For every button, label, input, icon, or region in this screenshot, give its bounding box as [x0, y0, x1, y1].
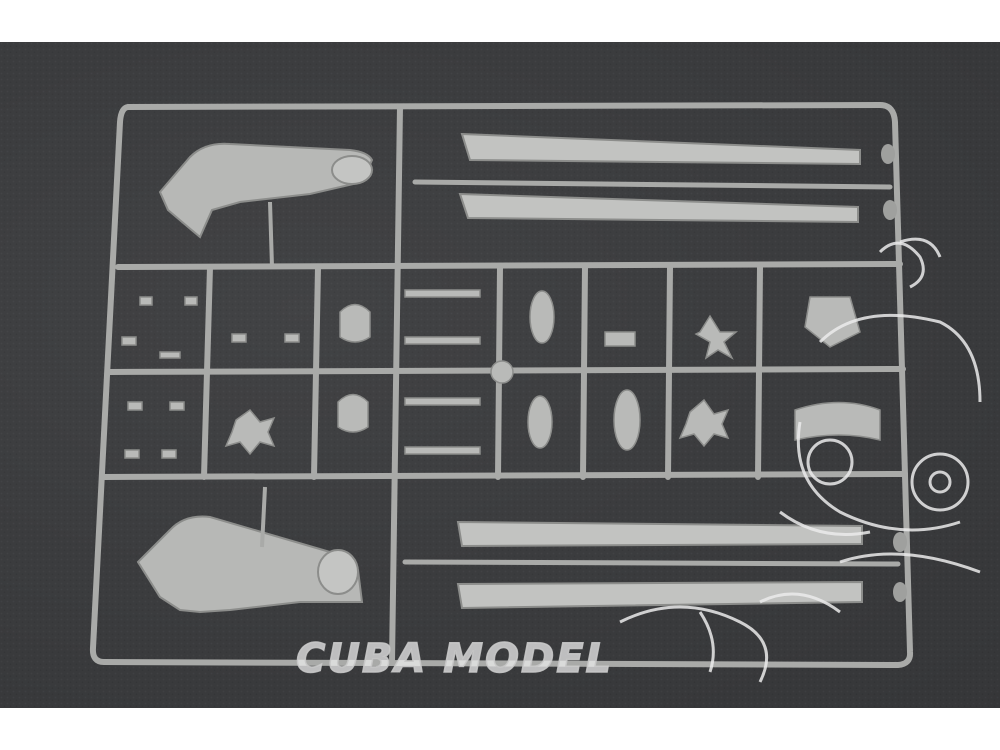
fuselage-half-lower [136, 486, 364, 614]
kit-photo [0, 42, 1000, 708]
rotor-blades-upper [458, 132, 897, 224]
watermark-logo-text: CUBA MODEL [295, 635, 614, 683]
sprue-illustration [0, 42, 1000, 708]
mascot-watermark [619, 237, 982, 683]
fuselage-half-upper [158, 142, 374, 268]
rotor-blades-lower [456, 520, 907, 610]
small-parts [121, 289, 881, 459]
